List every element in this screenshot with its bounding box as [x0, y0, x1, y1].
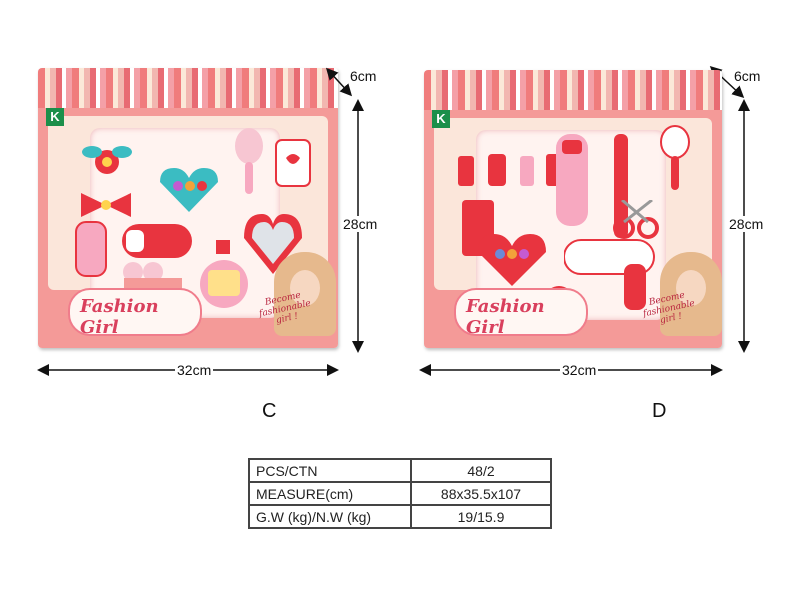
mirror-toy [240, 206, 306, 283]
depth-label-d: 6cm [734, 68, 761, 84]
table-row: MEASURE(cm) 88x35.5x107 [248, 481, 552, 506]
flower-clip-toy [82, 140, 132, 189]
width-label-c: 32cm [175, 362, 214, 378]
width-label-d: 32cm [560, 362, 599, 378]
table-row: G.W (kg)/N.W (kg) 19/15.9 [248, 504, 552, 529]
shampoo-bottle-toy [198, 240, 250, 315]
hair-dryer-toy [563, 234, 664, 319]
lipstick-set-toy [454, 150, 564, 195]
hair-dryer-toy [122, 216, 202, 271]
banner-title: Fashion Girl [466, 296, 545, 338]
spec-key: G.W (kg)/N.W (kg) [248, 504, 412, 529]
girl-photo [274, 252, 336, 336]
spec-key: PCS/CTN [248, 458, 412, 483]
eyeshadow-palette-toy [474, 230, 550, 295]
banner-title: Fashion Girl [80, 296, 159, 338]
scissors-toy [612, 198, 662, 245]
shaver-toy [552, 132, 592, 233]
eyeshadow-palette-toy [156, 164, 222, 221]
spec-value: 19/15.9 [410, 504, 552, 529]
phone-toy [74, 220, 108, 283]
brand-banner: Fashion Girl [68, 288, 202, 338]
package-stripes [38, 68, 338, 108]
brand-logo: K [432, 110, 450, 128]
package-stripes [424, 70, 722, 110]
girl-photo [660, 252, 722, 336]
perfume-bottle-toy [274, 132, 314, 193]
brand-logo: K [46, 108, 64, 126]
package-label-c: C [262, 400, 277, 422]
toy-package-c: K Fashion Girl Become fashionable girl ! [38, 68, 338, 348]
toy-package-d: K Fashion Girl Become fashionable girl ! [424, 70, 722, 348]
spec-table: PCS/CTN 48/2 MEASURE(cm) 88x35.5x107 G.W… [248, 458, 552, 529]
depth-label-c: 6cm [350, 68, 377, 84]
hairbrush-toy [232, 126, 266, 201]
spec-key: MEASURE(cm) [248, 481, 412, 506]
spec-value: 88x35.5x107 [410, 481, 552, 506]
height-label-d: 28cm [728, 216, 765, 232]
comb-toy [604, 132, 644, 247]
height-label-c: 28cm [342, 216, 379, 232]
spec-value: 48/2 [410, 458, 552, 483]
hair-bow-toy [76, 188, 136, 227]
brand-banner: Fashion Girl [454, 288, 588, 338]
package-label-d: D [652, 400, 667, 422]
table-row: PCS/CTN 48/2 [248, 458, 552, 483]
hairbrush-toy [658, 124, 692, 199]
